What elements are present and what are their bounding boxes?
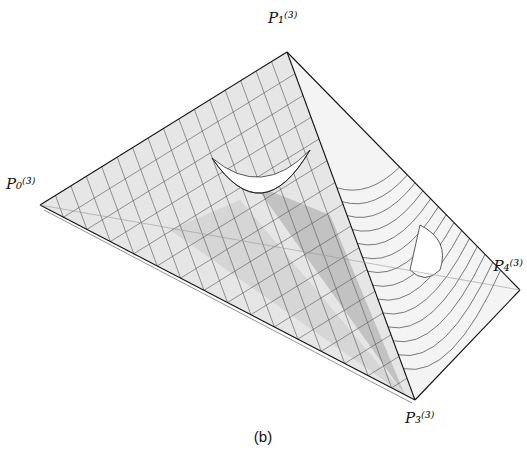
tetrahedron-edges — [40, 52, 520, 403]
vertex-label: P₃⁽³⁾ — [405, 410, 435, 427]
figure-caption: (b) — [254, 428, 272, 445]
mesh-line — [117, 157, 157, 266]
mesh-line — [133, 148, 181, 279]
vertex-label: P₀⁽³⁾ — [6, 176, 36, 193]
surface-mesh — [55, 62, 407, 388]
mesh-line — [164, 129, 228, 303]
front-face — [40, 52, 415, 400]
ridge-edge — [212, 150, 310, 193]
mesh-line — [102, 167, 134, 254]
right-surface-curves — [337, 167, 501, 369]
vertex-label: P₄⁽³⁾ — [494, 258, 524, 275]
vertex-label: P₁⁽³⁾ — [268, 10, 298, 27]
mesh-line — [148, 138, 204, 290]
mesh-line — [63, 74, 295, 217]
ridge-cusp — [212, 150, 310, 193]
mesh-line — [181, 183, 335, 279]
mesh-line — [274, 270, 367, 327]
mesh-line — [368, 357, 399, 376]
mesh-line — [345, 335, 391, 364]
surface-curve — [373, 223, 454, 287]
surface-curve — [352, 191, 423, 231]
mesh-line — [204, 204, 343, 290]
mesh-line — [86, 176, 110, 241]
surface-curve — [342, 175, 407, 204]
surface-curve — [347, 183, 415, 218]
small-cusp — [410, 225, 443, 278]
mesh-line — [210, 100, 298, 339]
mesh-line — [194, 109, 274, 327]
mesh-line — [179, 119, 251, 315]
cone-shadow — [170, 200, 405, 395]
surface-curve — [398, 262, 492, 355]
mesh-line — [392, 378, 407, 388]
surface-curve — [337, 167, 400, 190]
mesh-line — [251, 248, 359, 315]
mesh-line — [298, 291, 375, 339]
surface-curve — [403, 270, 500, 369]
